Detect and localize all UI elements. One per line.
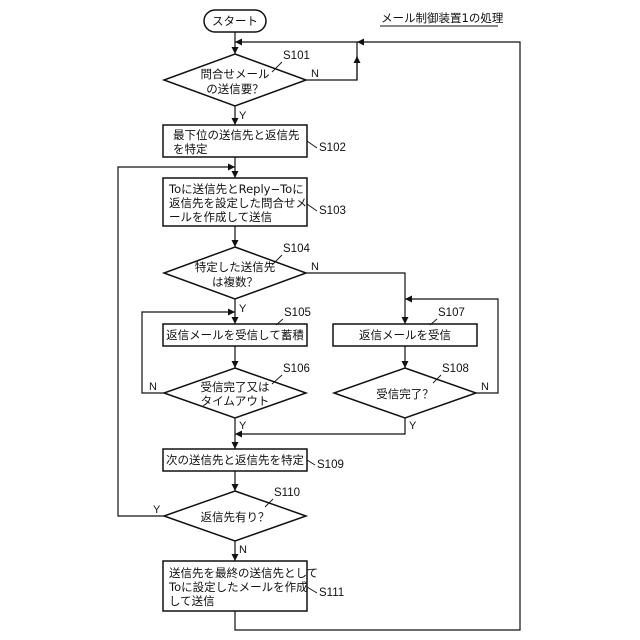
s104-yes-label: Y	[239, 303, 247, 315]
process-s102: 最下位の送信先と返信先 を特定	[163, 125, 307, 157]
s106-line-2: タイムアウト	[201, 394, 270, 408]
s107-line-1: 返信メールを受信	[359, 328, 451, 342]
s111-line-1: 送信先を最終の送信先として	[169, 566, 318, 580]
s102-line-2: を特定	[173, 142, 208, 156]
s108-line-1: 受信完了？	[376, 387, 434, 401]
connector-s108-s109	[235, 418, 405, 434]
start-terminal: スタート	[204, 10, 266, 32]
step-id-s106: S106	[283, 363, 310, 375]
step-id-s111: S111	[319, 587, 344, 599]
step-id-s105: S105	[284, 307, 311, 319]
decision-s106: 受信完了又は タイムアウト	[164, 368, 306, 418]
s108-no-label: N	[481, 381, 489, 393]
step-id-s102: S102	[319, 142, 346, 154]
s103-line-3: ールを作成して送信	[169, 210, 272, 224]
diagram-title: メール制御装置1の処理	[381, 11, 504, 25]
s101-line-2: の送信要？	[206, 82, 264, 96]
process-s111: 送信先を最終の送信先として Toに設定したメールを作成 して送信	[163, 561, 318, 611]
step-id-s109: S109	[317, 459, 344, 471]
lead-s111	[307, 587, 317, 593]
step-id-s110: S110	[274, 487, 300, 499]
decision-s108: 受信完了？	[334, 368, 476, 418]
lead-s102	[307, 141, 317, 148]
s105-line-1: 返信メールを受信して蓄積	[166, 328, 304, 342]
lead-s103	[307, 204, 317, 211]
connector-s104-s107	[306, 273, 405, 324]
s103-line-1: Toに送信先とReply−Toに	[168, 182, 304, 196]
s101-no-label: N	[311, 68, 319, 80]
lead-s109	[307, 460, 315, 465]
process-s107: 返信メールを受信	[333, 324, 477, 346]
s103-line-2: 返信先を設定した問合せメ	[169, 196, 307, 210]
process-s103: Toに送信先とReply−Toに 返信先を設定した問合せメ ールを作成して送信	[163, 178, 307, 226]
s106-yes-label: Y	[239, 420, 247, 432]
s110-yes-label: Y	[153, 504, 161, 516]
process-s109: 次の送信先と返信先を特定	[163, 449, 307, 471]
s111-line-3: して送信	[169, 594, 215, 608]
step-id-s107: S107	[438, 307, 465, 319]
step-id-s108: S108	[442, 363, 469, 375]
s104-no-label: N	[311, 261, 319, 273]
s108-yes-label: Y	[409, 420, 417, 432]
s101-line-1: 問合せメール	[201, 67, 270, 81]
step-id-s104: S104	[283, 243, 310, 255]
s110-line-1: 返信先有り？	[201, 510, 270, 524]
s110-no-label: N	[239, 544, 247, 556]
s104-line-2: は複数？	[212, 275, 258, 289]
s102-line-1: 最下位の送信先と返信先	[173, 128, 300, 142]
step-id-s101: S101	[283, 50, 310, 62]
s106-no-label: N	[149, 381, 157, 393]
s106-line-1: 受信完了又は	[201, 380, 270, 394]
s111-line-2: Toに設定したメールを作成	[168, 580, 308, 594]
s109-line-1: 次の送信先と返信先を特定	[166, 453, 304, 467]
step-id-s103: S103	[319, 205, 346, 217]
s104-line-1: 特定した送信先	[195, 260, 276, 274]
start-label: スタート	[212, 14, 258, 28]
process-s105: 返信メールを受信して蓄積	[163, 324, 307, 346]
s101-yes-label: Y	[239, 110, 247, 122]
